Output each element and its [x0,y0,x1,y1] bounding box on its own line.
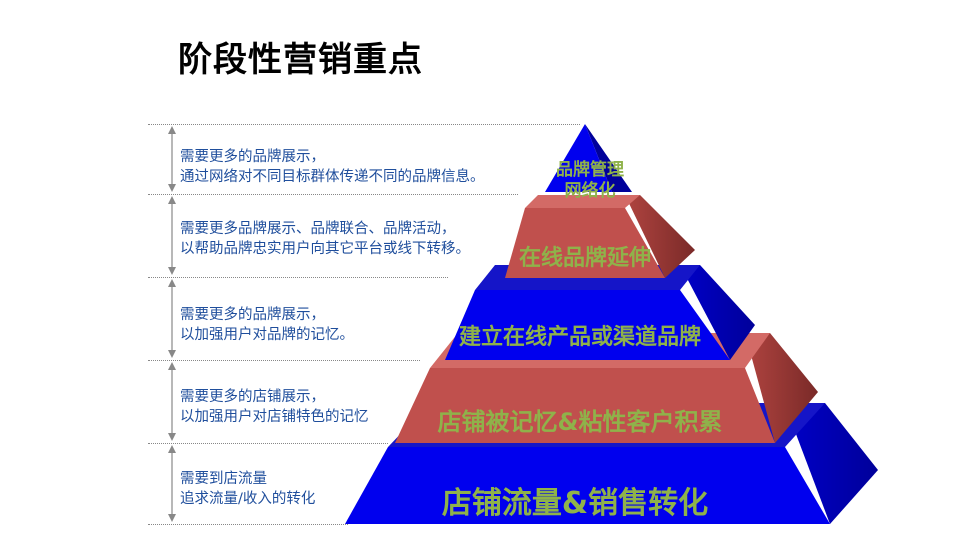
level-4-label: 店铺被记忆&粘性客户积累 [437,408,723,436]
divider-top [148,124,580,125]
pyramid-level-1 [545,124,632,192]
page-title: 阶段性营销重点 [178,40,423,80]
dimension-arrows [168,126,176,522]
divider-4 [148,443,388,444]
level-2-label: 在线品牌延伸 [518,246,651,271]
divider-1 [148,194,518,195]
pyramid-level-3 [445,265,755,360]
level-2-description: 需要更多品牌展示、品牌联合、品牌活动，以帮助品牌忠实用户向其它平台或线下转移。 [180,221,470,257]
pyramid-level-2 [505,195,695,278]
divider-bottom [148,524,348,525]
level-5-label: 店铺流量&销售转化 [441,486,709,521]
level-5-description: 需要到店流量追求流量/收入的转化 [180,471,316,507]
divider-2 [148,277,448,278]
divider-3 [148,360,420,361]
level-1-description: 需要更多的品牌展示，通过网络对不同目标群体传递不同的品牌信息。 [180,149,485,185]
level-4-description: 需要更多的店铺展示，以加强用户对店铺特色的记忆 [180,389,369,425]
level-3-label: 建立在线产品或渠道品牌 [458,325,701,350]
level-3-description: 需要更多的品牌展示，以加强用户对品牌的记忆。 [180,307,354,343]
level-1-label: 品牌管理 网络化 [556,160,624,201]
